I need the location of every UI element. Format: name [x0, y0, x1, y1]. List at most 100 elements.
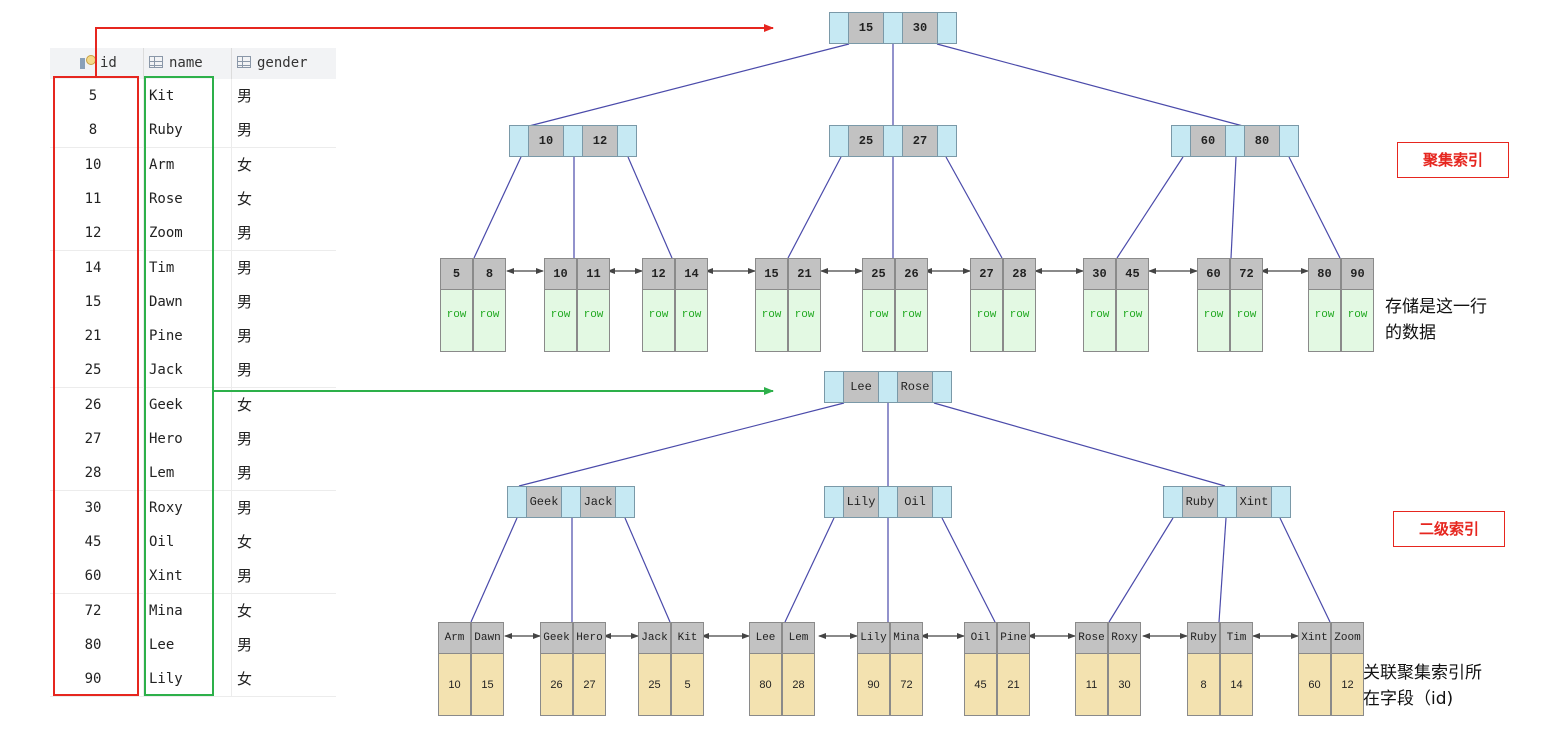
cell-name[interactable]: Rose	[149, 190, 183, 207]
cell-name[interactable]: Hero	[149, 431, 183, 447]
cell-id[interactable]: 14	[84, 259, 102, 276]
clustered-leaf-value: row	[440, 290, 473, 352]
clustered-leaf-value: row	[1308, 290, 1341, 352]
name-column-highlight	[144, 76, 214, 696]
cell-id[interactable]: 12	[84, 225, 102, 242]
cell-gender[interactable]: 男	[237, 430, 253, 448]
cell-name[interactable]: Pine	[149, 328, 183, 345]
secondary-leaf-key: Rose	[1075, 622, 1108, 654]
cell-name[interactable]: Roxy	[149, 499, 183, 516]
cell-id[interactable]: 45	[84, 533, 102, 550]
secondary-leaf-key: Lem	[782, 622, 815, 654]
cell-name[interactable]: Mina	[149, 602, 183, 619]
cell-id[interactable]: 90	[84, 671, 102, 688]
clustered-leaf-key: 30	[1083, 258, 1116, 290]
cell-id[interactable]: 26	[84, 396, 102, 413]
cell-gender[interactable]: 男	[237, 498, 253, 517]
column-header-name[interactable]: name	[149, 48, 203, 79]
cell-name[interactable]: Jack	[149, 362, 183, 379]
cell-id[interactable]: 15	[84, 293, 102, 310]
cell-id[interactable]: 60	[84, 568, 102, 585]
cell-name[interactable]: Geek	[149, 396, 183, 413]
cell-gender[interactable]: 男	[237, 567, 253, 586]
cell-gender[interactable]: 男	[237, 292, 253, 311]
secondary-leaf-value: 25	[638, 654, 671, 716]
cell-id[interactable]: 28	[84, 465, 102, 482]
cell-name[interactable]: Tim	[149, 259, 175, 276]
cell-id[interactable]: 11	[84, 190, 102, 207]
cell-gender[interactable]: 男	[237, 327, 253, 346]
secondary-leaf-value: 5	[671, 654, 704, 716]
cell-id[interactable]: 21	[84, 328, 102, 345]
secondary-leaf-key: Geek	[540, 622, 573, 654]
table-row[interactable]: 21 Pine 男	[50, 319, 336, 355]
cell-gender[interactable]: 男	[237, 635, 253, 654]
cell-name[interactable]: Lily	[149, 671, 183, 688]
clustered-leaf-key: 11	[577, 258, 610, 290]
clustered-leaf-value: row	[1083, 290, 1116, 352]
cell-name[interactable]: Kit	[149, 88, 175, 104]
cell-id[interactable]: 25	[84, 362, 102, 379]
cell-name[interactable]: Oil	[149, 533, 175, 550]
clustered-root-node: 15 30	[829, 12, 957, 44]
cell-name[interactable]: Xint	[149, 568, 183, 585]
column-header-gender[interactable]: gender	[237, 48, 308, 79]
clustered-leaf-key: 80	[1308, 258, 1341, 290]
cell-gender[interactable]: 女	[237, 189, 253, 208]
id-reference-note: 关联聚集索引所 在字段（id)	[1363, 663, 1482, 709]
secondary-inner-node: Ruby Xint	[1163, 486, 1291, 518]
cell-gender[interactable]: 男	[237, 121, 253, 140]
cell-name[interactable]: Zoom	[149, 225, 183, 242]
cell-name[interactable]: Dawn	[149, 293, 183, 310]
table-row[interactable]: 11 Rose 女	[50, 181, 336, 217]
cell-id[interactable]: 27	[84, 431, 102, 447]
secondary-leaf-key: Xint	[1298, 622, 1331, 654]
table-row[interactable]: 90 Lily 女	[50, 662, 336, 698]
clustered-leaf-value: row	[473, 290, 506, 352]
secondary-leaf-key: Oil	[964, 622, 997, 654]
cell-id[interactable]: 8	[88, 122, 98, 139]
clustered-index-label: 聚集索引	[1397, 142, 1509, 178]
clustered-leaf-value: row	[577, 290, 610, 352]
cell-gender[interactable]: 女	[237, 532, 253, 551]
cell-gender[interactable]: 男	[237, 87, 253, 105]
clustered-leaf-key: 45	[1116, 258, 1149, 290]
clustered-leaf-value: row	[1197, 290, 1230, 352]
cell-gender[interactable]: 女	[237, 670, 253, 689]
cell-id[interactable]: 10	[84, 156, 102, 173]
table-row[interactable]: 30 Roxy 男	[50, 490, 336, 526]
cell-gender[interactable]: 女	[237, 155, 253, 174]
cell-name[interactable]: Ruby	[149, 122, 183, 139]
cell-gender[interactable]: 男	[237, 258, 253, 277]
cell-id[interactable]: 72	[84, 602, 102, 619]
secondary-leaf-key: Hero	[573, 622, 606, 654]
cell-gender[interactable]: 男	[237, 224, 253, 243]
cell-name[interactable]: Lem	[149, 465, 175, 482]
table-row[interactable]: 80 Lee 男	[50, 627, 336, 663]
cell-id[interactable]: 80	[84, 636, 102, 653]
cell-id[interactable]: 5	[88, 88, 98, 104]
column-icon	[237, 56, 251, 68]
table-row[interactable]: 10 Arm 女	[50, 147, 336, 183]
secondary-leaf-key: Tim	[1220, 622, 1253, 654]
table-row[interactable]: 72 Mina 女	[50, 593, 336, 629]
cell-id[interactable]: 30	[84, 499, 102, 516]
clustered-leaf-key: 25	[862, 258, 895, 290]
cell-name[interactable]: Lee	[149, 636, 175, 653]
cell-gender[interactable]: 男	[237, 361, 253, 380]
table-row[interactable]: 12 Zoom 男	[50, 216, 336, 252]
cell-gender[interactable]: 女	[237, 395, 253, 414]
clustered-leaf-key: 26	[895, 258, 928, 290]
table-row[interactable]: 25 Jack 男	[50, 353, 336, 389]
cell-gender[interactable]: 女	[237, 601, 253, 620]
clustered-leaf-key: 15	[755, 258, 788, 290]
secondary-leaf-value: 80	[749, 654, 782, 716]
secondary-leaf-value: 15	[471, 654, 504, 716]
cell-name[interactable]: Arm	[149, 156, 175, 173]
cell-gender[interactable]: 男	[237, 464, 253, 483]
clustered-leaf-value: row	[1003, 290, 1036, 352]
